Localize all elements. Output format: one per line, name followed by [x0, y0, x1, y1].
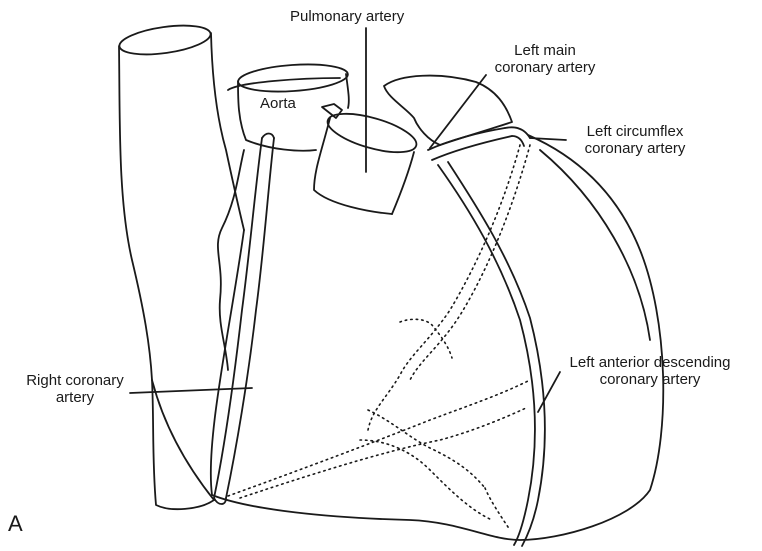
- left-circumflex-label-line2: coronary artery: [560, 140, 710, 157]
- left-main-label-line2: coronary artery: [470, 59, 620, 76]
- left-ventricle-outline: [540, 150, 650, 340]
- right-coronary-label-line1: Right coronary: [0, 372, 150, 389]
- left-anterior-descending-coronary: [438, 162, 560, 546]
- right-coronary-artery: [130, 134, 274, 505]
- left-main-label-line1: Left main: [470, 42, 620, 59]
- right-coronary-label: Right coronary artery: [0, 372, 150, 406]
- pulmonary-artery-label: Pulmonary artery: [290, 8, 404, 25]
- dotted-branch-vessels: [228, 145, 530, 530]
- left-main-label: Left main coronary artery: [470, 42, 620, 76]
- right-coronary-label-line2: artery: [0, 389, 150, 406]
- left-circumflex-label: Left circumflex coronary artery: [560, 123, 710, 157]
- left-main-coronary: [428, 75, 512, 160]
- aorta-label: Aorta: [260, 95, 296, 112]
- pulmonary-artery-vessel: [314, 28, 420, 214]
- left-circumflex-label-line1: Left circumflex: [560, 123, 710, 140]
- lad-label-line1: Left anterior descending: [550, 354, 750, 371]
- left-atrial-appendage: [384, 76, 512, 145]
- lad-label: Left anterior descending coronary artery: [550, 354, 750, 388]
- panel-letter: A: [8, 512, 23, 536]
- lad-label-line2: coronary artery: [550, 371, 750, 388]
- left-circumflex-coronary: [505, 127, 566, 146]
